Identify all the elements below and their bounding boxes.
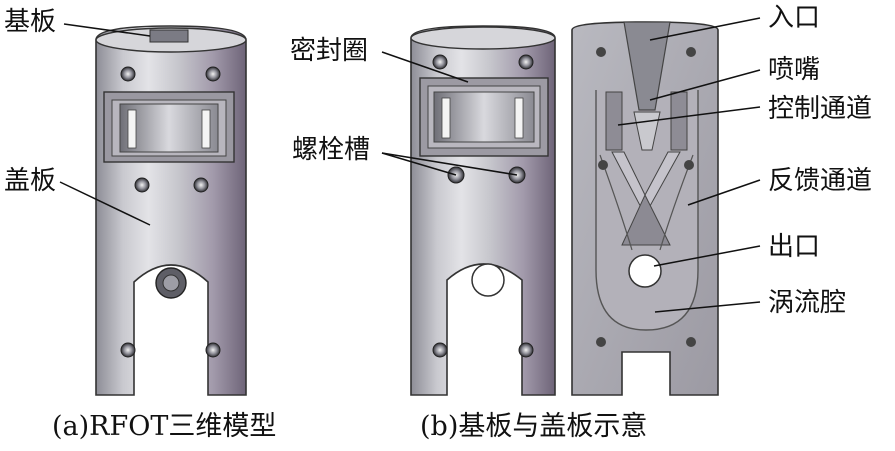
label-vortex-chamber: 涡流腔 bbox=[768, 288, 847, 318]
leader-outlet bbox=[653, 245, 761, 267]
leader-vortex-chamber bbox=[654, 301, 761, 313]
leader-bolt-slot-2 bbox=[381, 152, 518, 176]
label-outlet: 出口 bbox=[768, 232, 821, 262]
label-base-plate: 基板 bbox=[4, 7, 57, 37]
leader-base-plate bbox=[63, 23, 151, 37]
leader-seal-ring bbox=[381, 51, 469, 83]
label-inlet: 入口 bbox=[768, 3, 821, 33]
cover-plate-view bbox=[571, 21, 719, 396]
label-nozzle: 喷嘴 bbox=[768, 55, 821, 85]
label-control-channel: 控制通道 bbox=[768, 94, 873, 124]
model-3d-view bbox=[95, 25, 247, 396]
label-cover-plate: 盖板 bbox=[4, 166, 57, 196]
leader-nozzle bbox=[649, 69, 761, 101]
leader-bolt-slot-1 bbox=[381, 152, 457, 176]
base-plate-view bbox=[410, 25, 556, 396]
caption-b: (b)基板与盖板示意 bbox=[420, 411, 648, 442]
leader-lines bbox=[59, 17, 761, 313]
label-seal-ring: 密封圈 bbox=[290, 36, 369, 66]
label-feedback-channel: 反馈通道 bbox=[768, 166, 873, 196]
leader-feedback-channel bbox=[687, 179, 761, 206]
leader-control-channel bbox=[617, 106, 761, 126]
leader-cover-plate bbox=[59, 181, 151, 226]
label-bolt-slot: 螺栓槽 bbox=[292, 135, 371, 165]
leader-inlet bbox=[649, 17, 761, 41]
caption-a: (a)RFOT三维模型 bbox=[52, 411, 277, 442]
